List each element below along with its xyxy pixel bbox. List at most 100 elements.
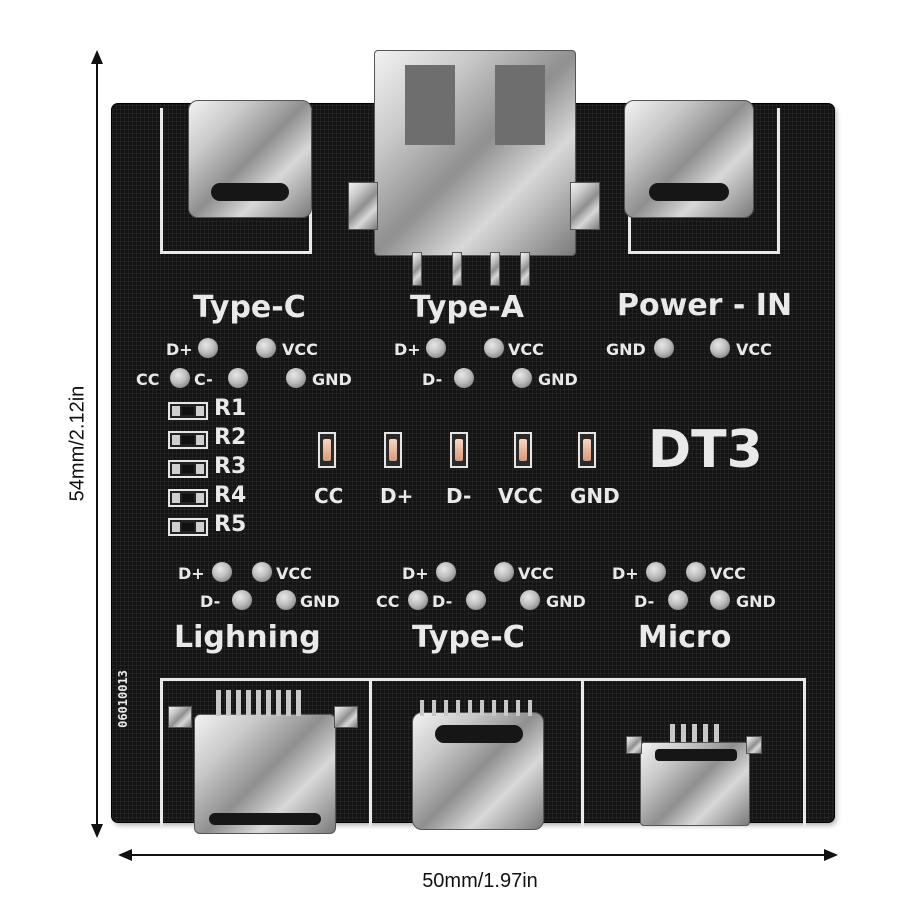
pad-label-tc-bot-dminus: D- bbox=[432, 592, 453, 611]
resistor-r4 bbox=[168, 489, 208, 507]
led-vcc bbox=[514, 432, 532, 468]
pad-tc-bot-dplus bbox=[436, 562, 456, 582]
type-c-connector-top bbox=[188, 100, 312, 218]
pad-label-ta-dplus: D+ bbox=[394, 340, 421, 359]
lightning-tab-right bbox=[334, 706, 358, 728]
pad-ta-dminus bbox=[454, 368, 474, 388]
led-label-dplus: D+ bbox=[380, 484, 414, 508]
height-dimension-label: 54mm/2.12in bbox=[66, 385, 89, 502]
resistor-label-r2: R2 bbox=[214, 425, 247, 450]
bottom-right-port-outline bbox=[584, 678, 806, 828]
label-power-in: Power - IN bbox=[617, 288, 793, 323]
pad-light-vcc bbox=[252, 562, 272, 582]
label-lightning: Lighning bbox=[174, 620, 321, 655]
pad-tc-top-cc bbox=[170, 368, 190, 388]
pad-label-pin-gnd: GND bbox=[606, 340, 646, 359]
pad-tc-top-vcc bbox=[256, 338, 276, 358]
micro-pins bbox=[670, 724, 719, 742]
pad-label-ta-vcc: VCC bbox=[508, 340, 544, 359]
pad-micro-vcc bbox=[686, 562, 706, 582]
lightning-pins bbox=[216, 690, 301, 716]
type-a-pin-2 bbox=[452, 252, 462, 286]
resistor-label-r4: R4 bbox=[214, 483, 247, 508]
type-a-pin-1 bbox=[412, 252, 422, 286]
resistor-label-r3: R3 bbox=[214, 454, 247, 479]
pad-tc-bot-gnd bbox=[520, 590, 540, 610]
pad-label-micro-gnd: GND bbox=[736, 592, 776, 611]
pad-label-micro-vcc: VCC bbox=[710, 564, 746, 583]
pad-label-micro-dplus: D+ bbox=[612, 564, 639, 583]
lightning-tab-left bbox=[168, 706, 192, 728]
type-a-connector bbox=[374, 50, 576, 256]
lightning-connector bbox=[194, 714, 336, 834]
pad-micro-dplus bbox=[646, 562, 666, 582]
pad-tc-top-dplus bbox=[198, 338, 218, 358]
pad-light-dplus bbox=[212, 562, 232, 582]
label-type-c-bottom: Type-C bbox=[412, 620, 525, 655]
micro-tab-right bbox=[746, 736, 762, 754]
led-label-dminus: D- bbox=[446, 484, 472, 508]
type-a-pin-3 bbox=[490, 252, 500, 286]
pad-label-tc-top-dminus: C- bbox=[194, 370, 213, 389]
led-cc bbox=[318, 432, 336, 468]
pad-tc-bot-cc bbox=[408, 590, 428, 610]
pad-tc-bot-dminus bbox=[466, 590, 486, 610]
pad-label-tc-bot-dplus: D+ bbox=[402, 564, 429, 583]
led-dplus bbox=[384, 432, 402, 468]
pad-pin-gnd bbox=[654, 338, 674, 358]
pad-micro-gnd bbox=[710, 590, 730, 610]
resistor-r5 bbox=[168, 518, 208, 536]
pad-label-tc-top-dplus: D+ bbox=[166, 340, 193, 359]
pad-label-tc-top-cc: CC bbox=[136, 370, 160, 389]
type-a-pin-4 bbox=[520, 252, 530, 286]
pad-label-tc-bot-cc: CC bbox=[376, 592, 400, 611]
bottom-center-port-outline bbox=[372, 678, 584, 828]
resistor-r3 bbox=[168, 460, 208, 478]
pad-pin-vcc bbox=[710, 338, 730, 358]
pad-light-dminus bbox=[232, 590, 252, 610]
pad-ta-gnd bbox=[512, 368, 532, 388]
label-type-c-top: Type-C bbox=[193, 290, 306, 325]
pad-label-tc-bot-vcc: VCC bbox=[518, 564, 554, 583]
pad-light-gnd bbox=[276, 590, 296, 610]
pad-tc-top-gnd bbox=[286, 368, 306, 388]
model-label: DT3 bbox=[648, 420, 763, 480]
pad-label-tc-top-vcc: VCC bbox=[282, 340, 318, 359]
pad-label-micro-dminus: D- bbox=[634, 592, 655, 611]
led-label-cc: CC bbox=[314, 484, 344, 508]
pad-tc-top-dminus bbox=[228, 368, 248, 388]
pad-micro-dminus bbox=[668, 590, 688, 610]
pad-ta-vcc bbox=[484, 338, 504, 358]
led-dminus bbox=[450, 432, 468, 468]
pad-label-light-vcc: VCC bbox=[276, 564, 312, 583]
led-label-gnd: GND bbox=[570, 484, 620, 508]
micro-tab-left bbox=[626, 736, 642, 754]
type-c-bottom-pins bbox=[420, 700, 532, 716]
pad-label-light-dminus: D- bbox=[200, 592, 221, 611]
pad-label-light-gnd: GND bbox=[300, 592, 340, 611]
resistor-r2 bbox=[168, 431, 208, 449]
pad-label-tc-bot-gnd: GND bbox=[546, 592, 586, 611]
micro-usb-connector bbox=[640, 742, 750, 826]
pad-label-light-dplus: D+ bbox=[178, 564, 205, 583]
resistor-label-r1: R1 bbox=[214, 396, 247, 421]
resistor-r1 bbox=[168, 402, 208, 420]
type-c-connector-power-in bbox=[624, 100, 754, 218]
serial-number: 06010013 bbox=[115, 670, 130, 728]
type-c-connector-bottom bbox=[412, 712, 544, 830]
pad-label-tc-top-gnd: GND bbox=[312, 370, 352, 389]
resistor-label-r5: R5 bbox=[214, 512, 247, 537]
label-type-a: Type-A bbox=[410, 290, 524, 325]
width-dimension-label: 50mm/1.97in bbox=[422, 870, 538, 892]
led-label-vcc: VCC bbox=[498, 484, 543, 508]
bottom-left-port-outline bbox=[160, 678, 372, 828]
pad-tc-bot-vcc bbox=[494, 562, 514, 582]
pad-label-pin-vcc: VCC bbox=[736, 340, 772, 359]
pad-label-ta-gnd: GND bbox=[538, 370, 578, 389]
led-gnd bbox=[578, 432, 596, 468]
type-a-tab-left bbox=[348, 182, 378, 230]
pad-label-ta-dminus: D- bbox=[422, 370, 443, 389]
type-a-tab-right bbox=[570, 182, 600, 230]
pad-ta-dplus bbox=[426, 338, 446, 358]
